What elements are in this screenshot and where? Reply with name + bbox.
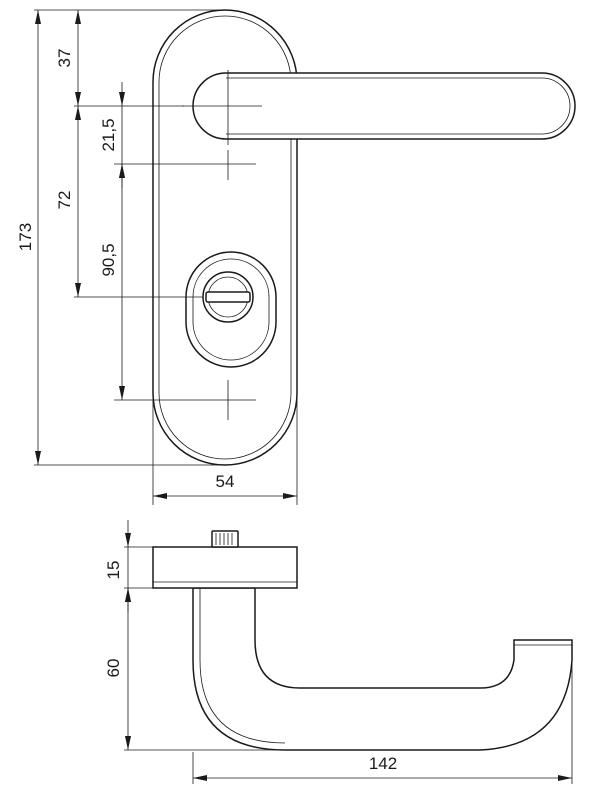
- extension-lines-side: [124, 546, 573, 784]
- cylinder-escutcheon: [185, 251, 277, 368]
- front-view: 173 37 72 21,5 90,5: [16, 9, 576, 505]
- dim-142-label: 142: [369, 754, 397, 773]
- dim-72-label: 72: [55, 191, 74, 210]
- extension-lines: [34, 9, 298, 505]
- dim-37-label: 37: [55, 49, 74, 68]
- dim-60: 60: [104, 588, 131, 750]
- lever-side: [192, 587, 573, 751]
- dim-60-label: 60: [104, 659, 123, 678]
- dim-90-5-label: 90,5: [99, 243, 118, 276]
- rose-side: [152, 530, 298, 589]
- dim-15: 15: [104, 520, 131, 612]
- dim-15-label: 15: [104, 561, 123, 580]
- thumb-turn-side: [211, 530, 239, 548]
- dim-37: 37: [55, 10, 81, 106]
- dim-142: 142: [193, 754, 572, 781]
- dim-54-label: 54: [216, 472, 235, 491]
- side-view: 15 60 142: [104, 520, 573, 784]
- lever-front: [192, 72, 576, 140]
- dim-72: 72: [55, 106, 81, 297]
- dim-54: 54: [153, 472, 297, 499]
- center-marks: [182, 70, 262, 420]
- dim-173: 173: [16, 10, 41, 465]
- dim-173-label: 173: [16, 223, 35, 251]
- dim-21-5-label: 21,5: [99, 118, 118, 151]
- dim-90-5: 90,5: [99, 164, 125, 400]
